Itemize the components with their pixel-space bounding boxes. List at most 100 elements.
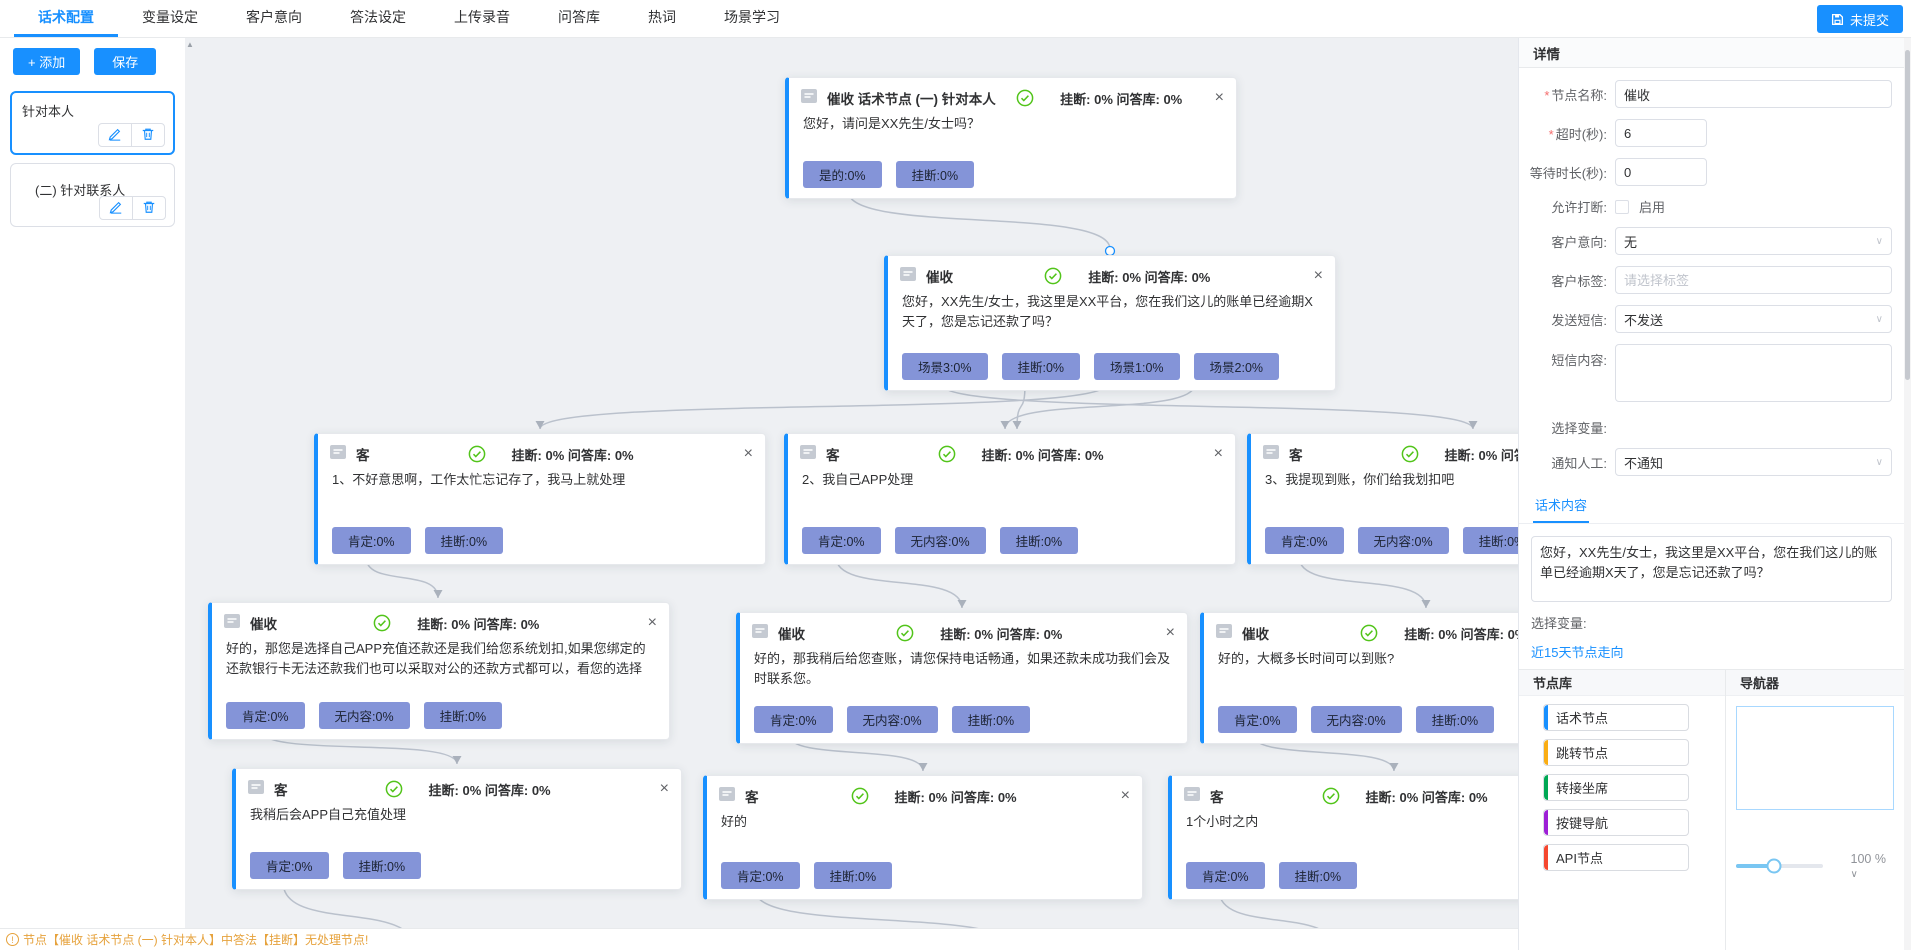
script-list-item[interactable]: (二) 针对联系人 [10,163,175,227]
trash-icon [142,200,156,217]
flow-node[interactable]: 客挂断: 0% 问答库: 0%×我稍后会APP自己充值处理肯定:0%挂断:0% [232,768,682,890]
answer-tag[interactable]: 肯定:0% [1186,862,1265,889]
node-type-icon [900,266,916,286]
sms-content-textarea[interactable] [1615,344,1892,402]
node-type-icon [1184,786,1200,806]
answer-tag[interactable]: 无内容:0% [1310,706,1402,733]
answer-tag[interactable]: 挂断:0% [951,706,1031,733]
answer-tag[interactable]: 肯定:0% [802,527,881,554]
flow-node[interactable]: 客挂断: 0% 问答库: 0%×2、我自己APP处理肯定:0%无内容:0%挂断:… [784,433,1236,565]
answer-tag[interactable]: 挂断:0% [1415,706,1495,733]
answer-tag[interactable]: 肯定:0% [250,852,329,879]
detail-panel: 详情 *节点名称: *超时(秒): 等待时长(秒): 允许打断: 启用 客户意向… [1518,38,1904,950]
close-icon[interactable]: × [1213,445,1223,462]
chevron-down-icon[interactable]: ∨ [1850,869,1858,880]
script-content-textarea[interactable] [1531,536,1892,602]
answer-tag[interactable]: 挂断:0% [342,852,422,879]
answer-tag[interactable]: 挂断:0% [1278,862,1358,889]
close-icon[interactable]: × [647,614,657,631]
flow-node[interactable]: 催收挂断: 0% 问答库: 0%×您好，XX先生/女士，我这里是XX平台，您在我… [884,255,1336,391]
delete-script-button[interactable] [131,123,165,147]
edit-script-button[interactable] [99,196,133,220]
flow-node[interactable]: 催收 话术节点 (一) 针对本人挂断: 0% 问答库: 0%×您好，请问是XX先… [785,77,1237,199]
answer-tag[interactable]: 场景3:0% [902,353,988,380]
edit-script-button[interactable] [98,123,132,147]
flow-node[interactable]: 催收挂断: 0% 问答库: 0%×好的，那您是选择自己APP充值还款还是我们给您… [208,602,670,740]
nav-tab[interactable]: 上传录音 [454,9,510,25]
answer-tag[interactable]: 挂断:0% [813,862,893,889]
node-title: 催收 [778,627,805,642]
customer-tag-input[interactable] [1615,266,1892,294]
navigator: 导航器 100 % ∨ [1726,670,1904,950]
flow-node[interactable]: 催收挂断: 0% 问答库: 0%×好的，那我稍后给您查账，请您保持电话畅通，如果… [736,612,1188,744]
node-library-item[interactable]: API节点 [1543,844,1689,871]
nav-tab[interactable]: 话术配置 [14,0,118,37]
flow-node[interactable]: 客挂断: 0% 问答库: 0%×1、不好意思啊，工作太忙忘记存了，我马上就处理肯… [314,433,766,565]
answer-tag[interactable]: 肯定:0% [332,527,411,554]
answer-tag[interactable]: 挂断:0% [423,702,503,729]
answer-tag[interactable]: 挂断:0% [895,161,975,188]
tab-script-content[interactable]: 话术内容 [1533,489,1590,523]
allow-interrupt-checkbox[interactable] [1615,199,1629,214]
node-trend-link[interactable]: 近15天节点走向 [1531,645,1624,660]
close-icon[interactable]: × [743,445,753,462]
answer-tag[interactable]: 挂断:0% [1462,527,1518,554]
flow-node[interactable]: 客挂断: 0% 问答库: 0%×好的肯定:0%挂断:0% [703,775,1143,900]
answer-tag[interactable]: 无内容:0% [846,706,938,733]
answer-tag[interactable]: 是的:0% [803,161,882,188]
answer-tag[interactable]: 肯定:0% [721,862,800,889]
node-title: 催收 [1242,627,1269,642]
add-script-button[interactable]: + 添加 [13,48,81,75]
answer-tag[interactable]: 挂断:0% [424,527,504,554]
node-name-input[interactable] [1615,80,1892,108]
submit-button[interactable]: 未提交 [1816,5,1903,33]
answer-tag[interactable]: 场景2:0% [1193,353,1280,380]
customer-intent-select[interactable]: 无∨ [1615,227,1892,255]
close-icon[interactable]: × [1165,624,1175,641]
script-list-item[interactable]: 针对本人 [10,91,175,155]
delete-script-button[interactable] [132,196,166,220]
nav-tab[interactable]: 场景学习 [724,9,780,25]
answer-tag[interactable]: 挂断:0% [1001,353,1081,380]
answer-tag[interactable]: 无内容:0% [1357,527,1449,554]
send-sms-select[interactable]: 不发送∨ [1615,305,1892,333]
zoom-slider-thumb[interactable] [1766,858,1782,874]
answer-tag[interactable]: 挂断:0% [999,527,1079,554]
window-scrollbar-thumb[interactable] [1905,50,1910,380]
nav-tab[interactable]: 变量设定 [142,9,198,25]
answer-tag[interactable]: 肯定:0% [1265,527,1344,554]
answer-tag[interactable]: 肯定:0% [226,702,305,729]
node-library-item[interactable]: 按键导航 [1543,809,1689,836]
wait-duration-input[interactable] [1615,158,1707,186]
answer-tag[interactable]: 无内容:0% [318,702,410,729]
nav-tab[interactable]: 热词 [648,9,676,25]
node-library-item[interactable]: 跳转节点 [1543,739,1689,766]
flow-node[interactable]: 客挂断: 0% 问答库: 0%×3、我提现到账，你们给我划扣吧肯定:0%无内容:… [1247,433,1518,565]
zoom-slider[interactable] [1736,858,1823,874]
scroll-up-icon[interactable]: ▲ [186,40,194,49]
window-scrollbar[interactable] [1904,38,1911,950]
minimap[interactable] [1736,706,1894,810]
node-library-item[interactable]: 话术节点 [1543,704,1689,731]
notify-agent-select[interactable]: 不通知∨ [1615,448,1892,476]
answer-tag[interactable]: 肯定:0% [754,706,833,733]
canvas-vertical-scrollbar[interactable]: ▲ ▼ [185,38,195,950]
nav-tab[interactable]: 客户意向 [246,9,302,25]
answer-tag[interactable]: 无内容:0% [894,527,986,554]
node-library-item[interactable]: 转接坐席 [1543,774,1689,801]
close-icon[interactable]: × [1214,89,1224,106]
timeout-input[interactable] [1615,119,1707,147]
close-icon[interactable]: × [1120,787,1130,804]
close-icon[interactable]: × [659,780,669,797]
answer-tag[interactable]: 肯定:0% [1218,706,1297,733]
nav-tab[interactable]: 答法设定 [350,9,406,25]
nav-tab[interactable]: 问答库 [558,9,600,25]
status-bar: ! 节点【催收 话术节点 (一) 针对本人】中答法【挂断】无处理节点! [0,928,1518,950]
select-variable-label: 选择变量: [1551,421,1607,436]
answer-tag[interactable]: 场景1:0% [1094,353,1180,380]
close-icon[interactable]: × [1313,267,1323,284]
save-script-button[interactable]: 保存 [94,48,157,75]
